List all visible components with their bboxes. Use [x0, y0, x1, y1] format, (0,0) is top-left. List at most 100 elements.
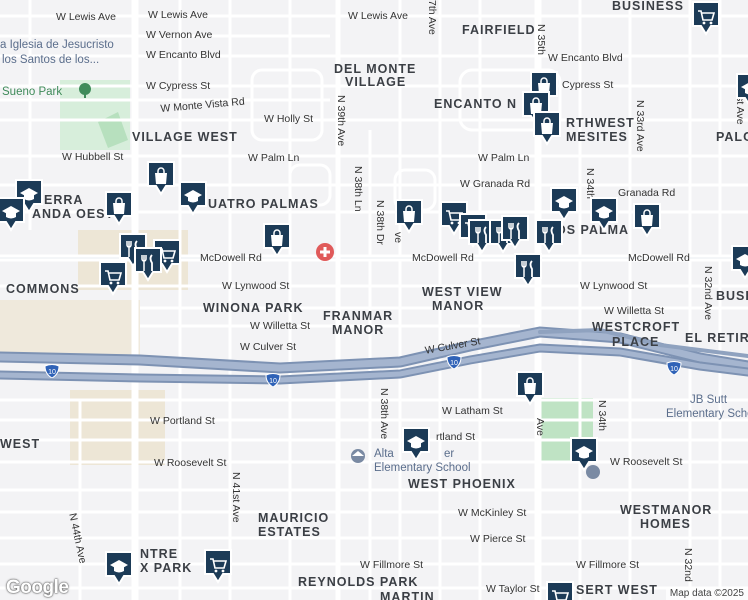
neighborhood-label: WESTMANOR [620, 503, 713, 517]
school-marker[interactable] [104, 550, 134, 586]
road-label: W Lewis Ave [56, 11, 116, 23]
road-label: N 41st Ave [230, 472, 242, 523]
neighborhood-label: ANDA OESTE [32, 207, 124, 221]
shopping-marker[interactable] [146, 160, 176, 196]
shopping-icon [263, 223, 291, 258]
school-icon [590, 197, 618, 232]
road-label: W Holly St [264, 113, 314, 125]
road-label: W Vernon Ave [146, 29, 213, 41]
restaurant-icon [535, 219, 563, 254]
road-label: McDowell Rd [628, 252, 690, 264]
road-label: W Lewis Ave [148, 9, 208, 21]
neighborhood-label: HOMES [640, 517, 691, 531]
shopping-icon [633, 203, 661, 238]
restaurant-marker[interactable] [534, 218, 564, 254]
school-marker[interactable] [401, 426, 431, 462]
road-label: W Hubbell St [62, 151, 124, 163]
road-label: W Pierce St [470, 533, 526, 545]
cart-marker[interactable] [98, 260, 128, 296]
shopping-marker[interactable] [394, 198, 424, 234]
interstate-shield: 10 [446, 355, 462, 369]
place-label[interactable]: JB Sutt [690, 394, 728, 406]
road-label: Granada Rd [618, 187, 676, 199]
shopping-marker[interactable] [515, 370, 545, 406]
road-label: N 35th [535, 24, 547, 55]
neighborhood-label: MAURICIO [258, 511, 330, 525]
neighborhood-label: WEST VIEW [422, 285, 503, 299]
road-label: McDowell Rd [200, 252, 262, 264]
road-label: N 38th Dr [374, 200, 386, 245]
neighborhood-label: ESTATES [258, 525, 321, 539]
road-label: W Encanto Blvd [146, 49, 221, 61]
restaurant-marker[interactable] [513, 252, 543, 288]
road-label: W Roosevelt St [610, 456, 683, 468]
school-marker[interactable] [178, 180, 208, 216]
school-icon [179, 181, 207, 216]
road-label: W Palm Ln [478, 152, 530, 164]
place-label[interactable]: Elementary Schoo [666, 408, 748, 420]
road-label: W Lewis Ave [348, 10, 408, 22]
neighborhood-label: ERRA [44, 193, 84, 207]
park-label[interactable]: Sueno Park [2, 86, 63, 98]
road-label: W Willetta St [604, 305, 665, 317]
neighborhood-label: WINONA PARK [203, 301, 304, 315]
neighborhood-label: REYNOLDS PARK [298, 575, 419, 589]
google-logo: Google [6, 577, 69, 598]
school-icon [736, 73, 748, 105]
neighborhood-label: COMMONS [6, 282, 80, 296]
cart-marker[interactable] [691, 0, 721, 36]
neighborhood-label: SERT WEST [576, 583, 658, 597]
school-marker[interactable] [735, 72, 748, 108]
neighborhood-label: FRANMAR [323, 309, 394, 323]
interstate-label: 10 [450, 360, 458, 367]
road-label: Cypress St [562, 79, 614, 91]
neighborhood-label: FAIRFIELD [462, 23, 536, 37]
interstate-shield: 10 [265, 373, 281, 387]
cart-icon [546, 581, 574, 600]
shopping-marker[interactable] [262, 222, 292, 258]
cart-marker[interactable] [545, 580, 575, 600]
neighborhood-label: MANOR [332, 323, 385, 337]
shopping-marker[interactable] [632, 202, 662, 238]
neighborhood-label: ENCANTO N [434, 97, 518, 111]
neighborhood-label: X PARK [140, 561, 193, 575]
road-label: W Granada Rd [460, 178, 531, 190]
restaurant-marker[interactable] [133, 246, 163, 282]
neighborhood-label: VILLAGE WEST [132, 130, 238, 144]
neighborhood-label: DEL MONTE [334, 62, 417, 76]
neighborhood-label: WEST [0, 437, 41, 451]
school-marker[interactable] [589, 196, 619, 232]
neighborhood-label: PLACE [612, 335, 660, 349]
place-label[interactable]: los Santos de los... [2, 54, 100, 66]
road-label: N 34th [596, 400, 608, 431]
neighborhood-label: MANOR [432, 299, 485, 313]
school-marker[interactable] [730, 244, 748, 280]
shopping-marker[interactable] [532, 110, 562, 146]
place-label[interactable]: er [444, 448, 455, 460]
road-label: W Taylor St [486, 583, 540, 595]
road-label: N 39th Ave [335, 95, 347, 147]
map-attribution[interactable]: Map data ©2025 [665, 587, 748, 600]
cart-marker[interactable] [203, 548, 233, 584]
road-label: Ave [534, 418, 546, 436]
shopping-icon [395, 199, 423, 234]
road-label: W Cypress St [146, 80, 211, 92]
restaurant-marker[interactable] [500, 214, 530, 250]
interstate-label: 10 [670, 366, 678, 373]
road-label: W McKinley St [458, 507, 527, 519]
school-marker[interactable] [0, 196, 26, 232]
interstate-label: 10 [48, 369, 56, 376]
road-label: McDowell Rd [412, 252, 474, 264]
shopping-marker[interactable] [104, 190, 134, 226]
place-label[interactable]: a Iglesia de Jesucristo [0, 39, 114, 51]
road-label: N 32nd Ave [702, 266, 714, 321]
neighborhood-label: BUSI [716, 289, 748, 303]
place-label[interactable]: Alta [374, 448, 394, 460]
place-label[interactable]: Elementary School [374, 462, 471, 474]
school-marker[interactable] [549, 186, 579, 222]
cart-icon [204, 549, 232, 584]
school-marker[interactable] [569, 436, 599, 472]
restaurant-icon [134, 247, 162, 282]
road-label: W Willetta St [250, 320, 311, 332]
